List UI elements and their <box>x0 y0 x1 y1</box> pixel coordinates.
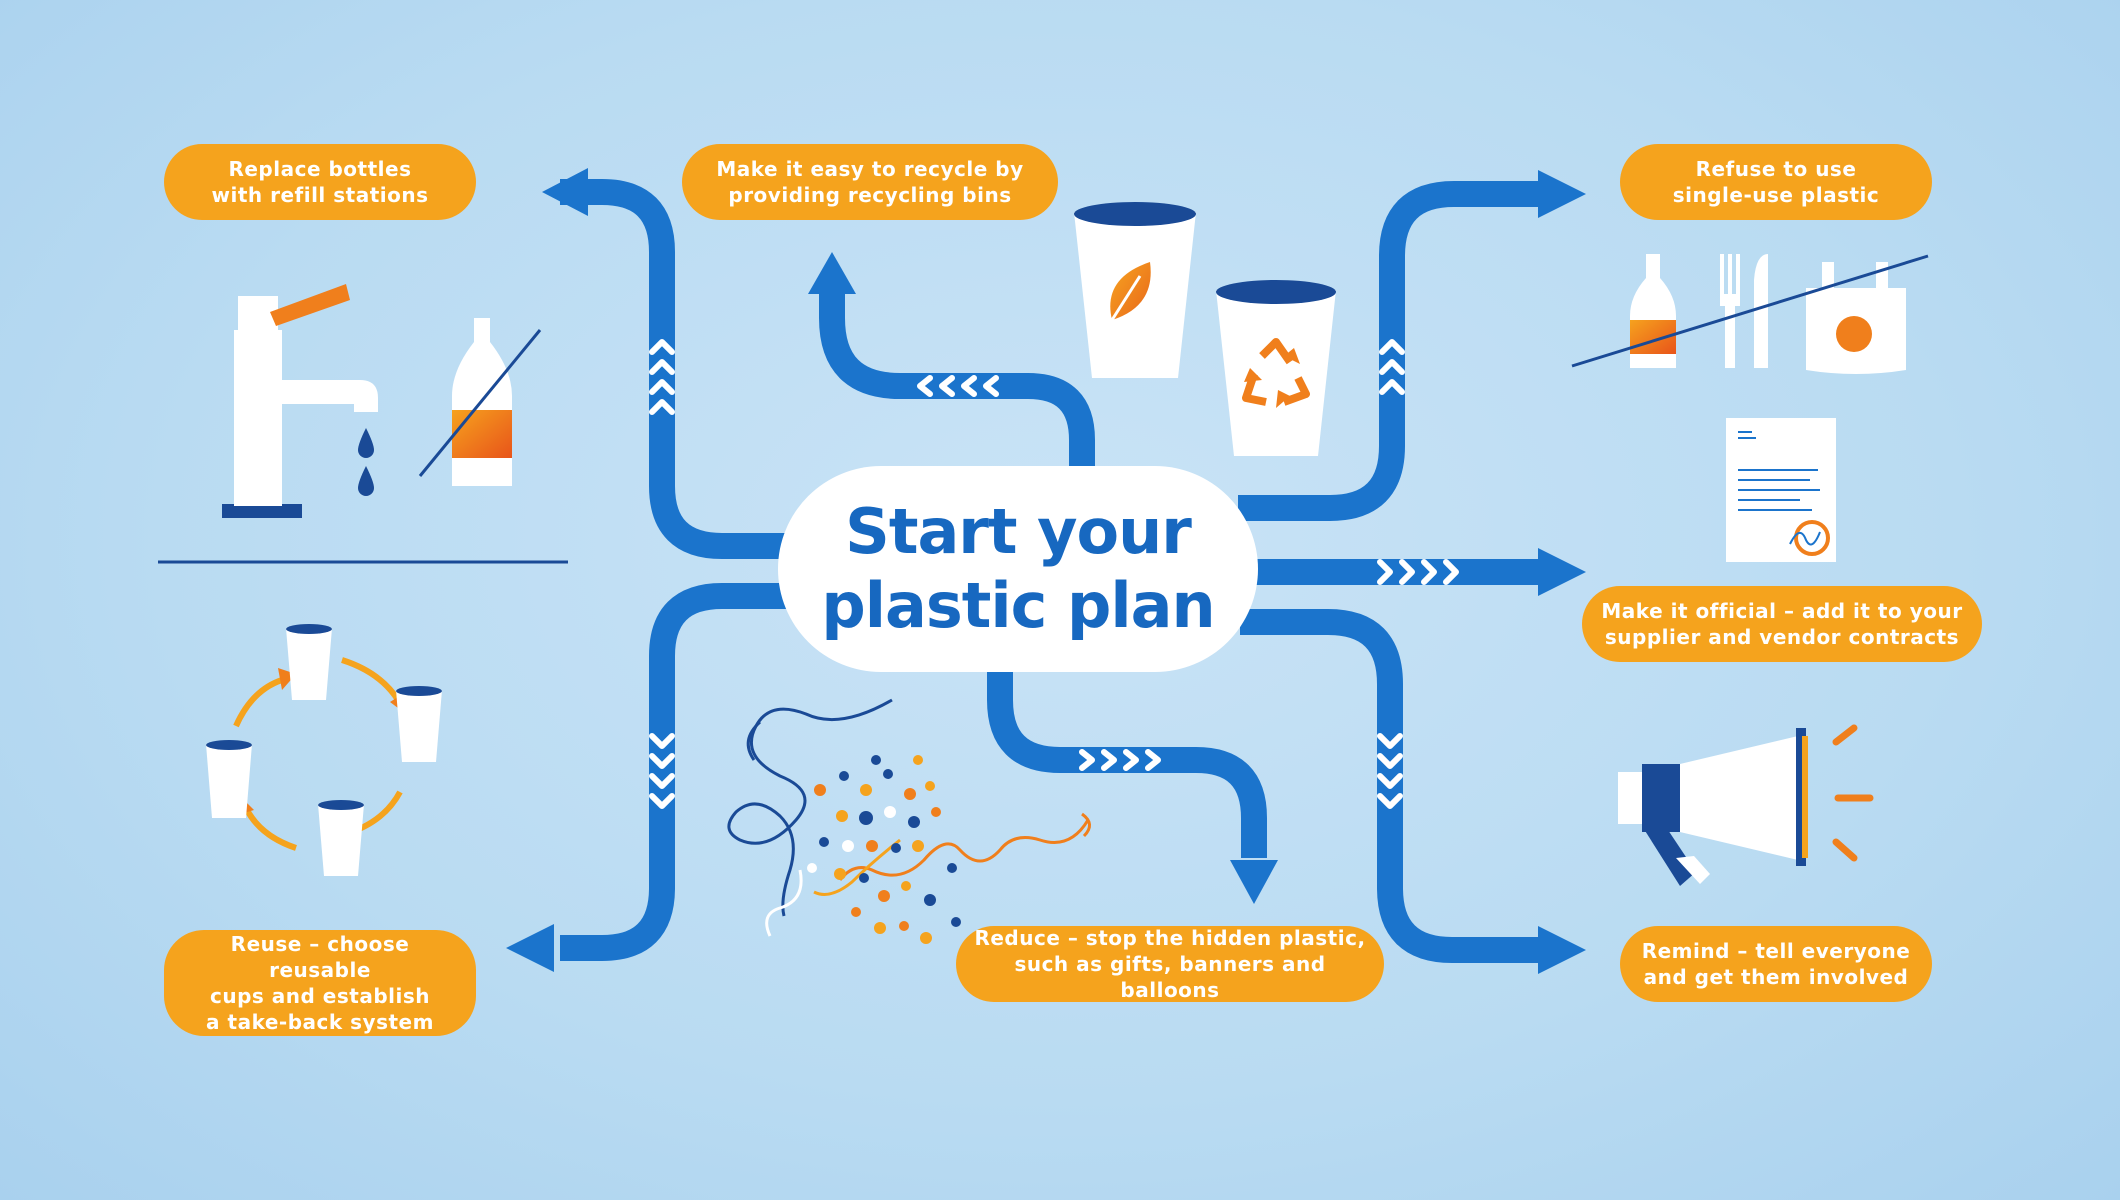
knife-icon <box>1754 254 1768 368</box>
step-reduce: Reduce – stop the hidden plastic, such a… <box>956 926 1384 1002</box>
crossed-out-single-use-items-icon <box>1571 254 1929 374</box>
tap-and-crossed-bottle-icon <box>222 284 542 518</box>
step-make-it-official: Make it official – add it to your suppli… <box>1582 586 1982 662</box>
center-node: Start your plastic plan <box>778 466 1258 672</box>
path-to-recycle <box>819 290 1095 470</box>
reusable-cups-cycle-icon <box>206 624 442 876</box>
confetti-and-streamers-icon <box>727 698 1091 944</box>
step-refuse-single-use: Refuse to use single-use plastic <box>1620 144 1932 220</box>
path-to-refuse <box>1238 181 1538 521</box>
cup-right <box>396 686 442 762</box>
chevrons-official <box>1377 559 1459 585</box>
step-reuse: Reuse – choose reusable cups and establi… <box>164 930 476 1036</box>
arrow-heads <box>506 168 1586 974</box>
path-to-reduce <box>987 672 1267 858</box>
arrowhead-official <box>1538 548 1586 596</box>
arrowhead-reduce <box>1230 860 1278 904</box>
path-to-reuse <box>560 583 790 961</box>
arrowhead-recycle <box>808 252 856 294</box>
chevrons-down-left <box>649 733 675 809</box>
diagram-title: Start your plastic plan <box>821 495 1215 642</box>
arrowhead-refuse <box>1538 170 1586 218</box>
step-label: Replace bottles with refill stations <box>211 157 429 207</box>
megaphone-icon <box>1618 724 1874 886</box>
cup-bottom <box>318 800 364 876</box>
chevrons-recycle <box>917 375 999 397</box>
chevrons-down-right <box>1377 733 1403 809</box>
step-label: Reduce – stop the hidden plastic, such a… <box>974 926 1366 1002</box>
confetti-dots <box>807 755 961 944</box>
step-remind: Remind – tell everyone and get them invo… <box>1620 926 1932 1002</box>
cup-left <box>206 740 252 818</box>
sound-wave-icon <box>1832 724 1858 746</box>
step-label: Reuse – choose reusable cups and establi… <box>206 932 434 1034</box>
step-label: Remind – tell everyone and get them invo… <box>1641 939 1911 989</box>
step-replace-bottles: Replace bottles with refill stations <box>164 144 476 220</box>
recycling-cups-icon <box>1074 202 1336 456</box>
arrowhead-reuse <box>506 924 554 972</box>
stamp-icon <box>1794 520 1830 556</box>
arrowhead-replace <box>542 168 588 216</box>
signed-contract-icon <box>1726 418 1836 562</box>
step-label: Refuse to use single-use plastic <box>1672 157 1880 207</box>
step-make-recycling-easy: Make it easy to recycle by providing rec… <box>682 144 1058 220</box>
path-chevrons <box>649 339 1459 809</box>
cup-top <box>286 624 332 700</box>
fork-icon <box>1720 254 1740 368</box>
chevrons-up-left <box>649 339 675 415</box>
chevrons-reduce <box>1079 749 1161 771</box>
chevrons-up-right <box>1379 339 1405 395</box>
step-label: Make it easy to recycle by providing rec… <box>716 157 1024 207</box>
arrowhead-remind <box>1538 926 1586 974</box>
path-to-replace <box>560 179 790 559</box>
step-label: Make it official – add it to your suppli… <box>1601 599 1963 649</box>
